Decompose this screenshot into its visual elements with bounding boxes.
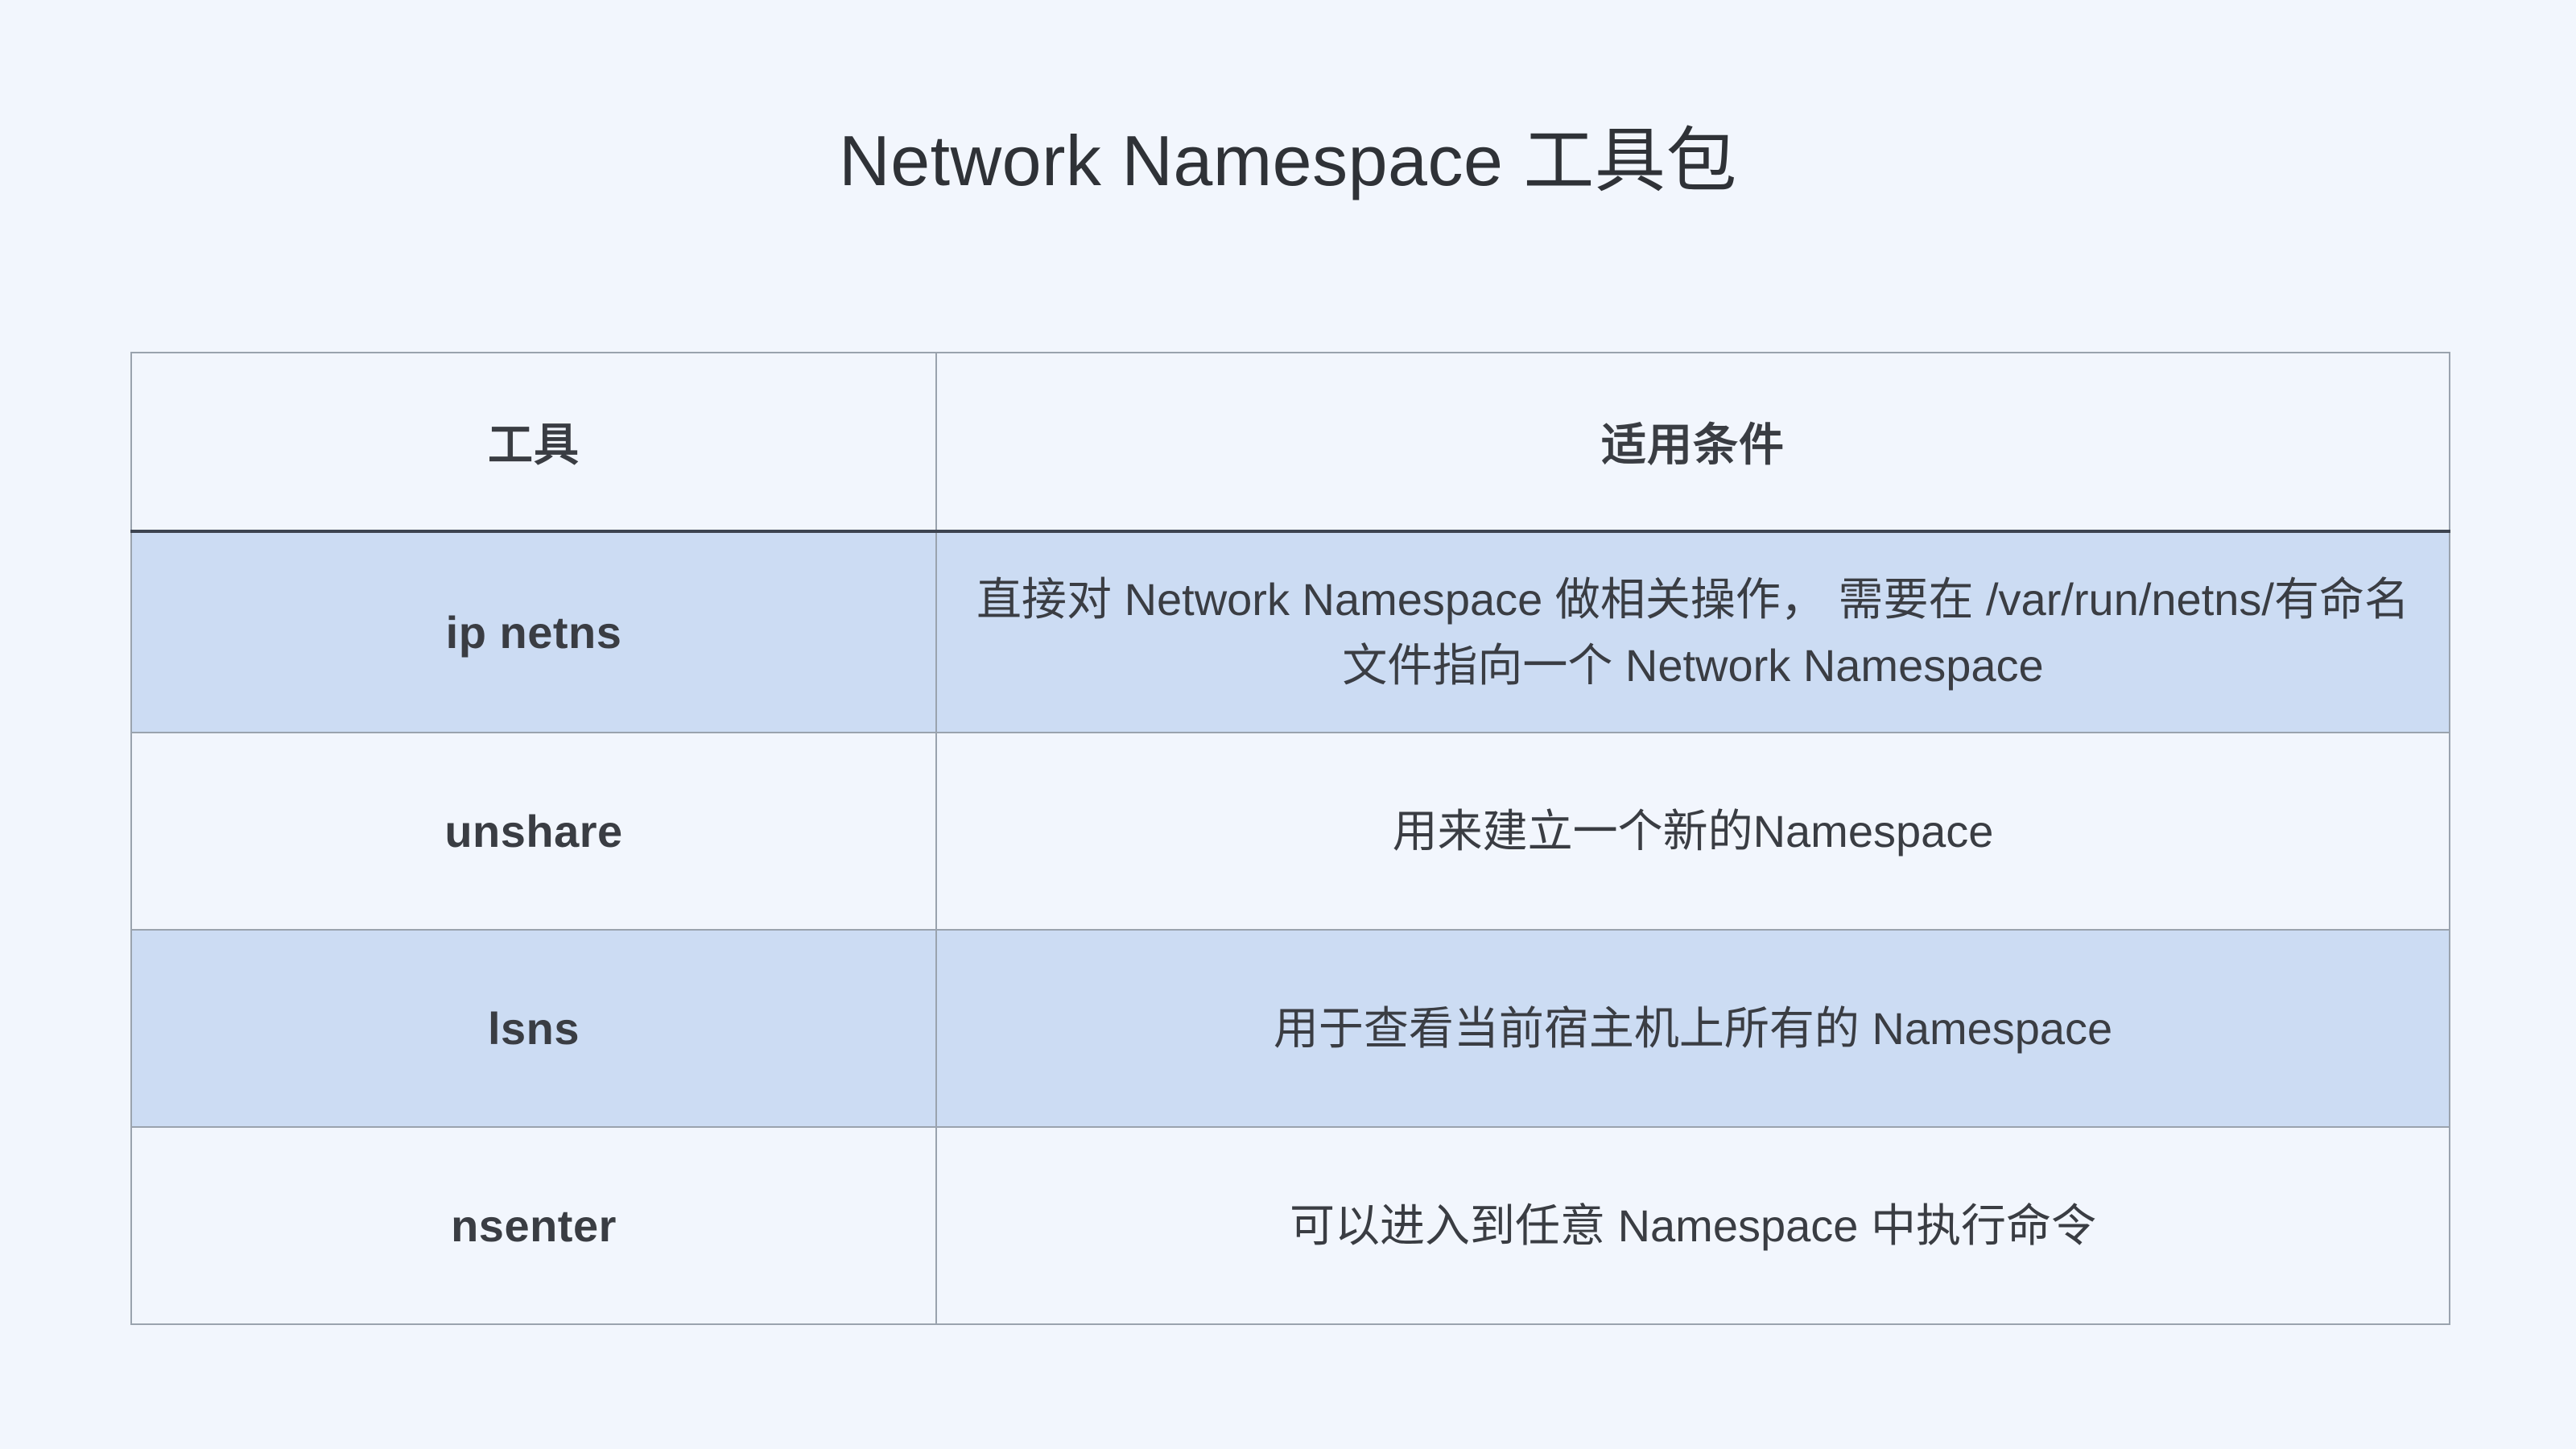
cell-condition: 用来建立一个新的Namespace (935, 732, 2450, 931)
table-header-row: 工具 适用条件 (130, 352, 2450, 533)
table-row: unshare 用来建立一个新的Namespace (130, 732, 2450, 931)
cell-condition: 用于查看当前宿主机上所有的 Namespace (935, 929, 2450, 1128)
table-row: nsenter 可以进入到任意 Namespace 中执行命令 (130, 1126, 2450, 1325)
cell-condition-text: 直接对 Network Namespace 做相关操作， 需要在 /var/ru… (976, 574, 2409, 691)
cell-condition-text: 用来建立一个新的Namespace (1392, 805, 1994, 857)
cell-condition-text: 可以进入到任意 Namespace 中执行命令 (1290, 1199, 2096, 1251)
tools-table: 工具 适用条件 ip netns 直接对 Network Namespace 做… (130, 352, 2450, 1325)
table-row: lsns 用于查看当前宿主机上所有的 Namespace (130, 929, 2450, 1128)
table-header: 工具 适用条件 (130, 352, 2450, 533)
cell-condition: 直接对 Network Namespace 做相关操作， 需要在 /var/ru… (935, 530, 2450, 733)
tools-table-container: 工具 适用条件 ip netns 直接对 Network Namespace 做… (130, 352, 2450, 1325)
cell-condition-text: 用于查看当前宿主机上所有的 Namespace (1273, 1002, 2113, 1054)
column-header-condition: 适用条件 (935, 352, 2450, 533)
page-title: Network Namespace 工具包 (839, 120, 1737, 200)
table-body: ip netns 直接对 Network Namespace 做相关操作， 需要… (130, 530, 2450, 1325)
cell-tool: unshare (130, 732, 937, 931)
cell-tool: nsenter (130, 1126, 937, 1325)
cell-condition: 可以进入到任意 Namespace 中执行命令 (935, 1126, 2450, 1325)
cell-tool: ip netns (130, 530, 937, 733)
cell-tool: lsns (130, 929, 937, 1128)
column-header-tool: 工具 (130, 352, 937, 533)
table-row: ip netns 直接对 Network Namespace 做相关操作， 需要… (130, 530, 2450, 733)
